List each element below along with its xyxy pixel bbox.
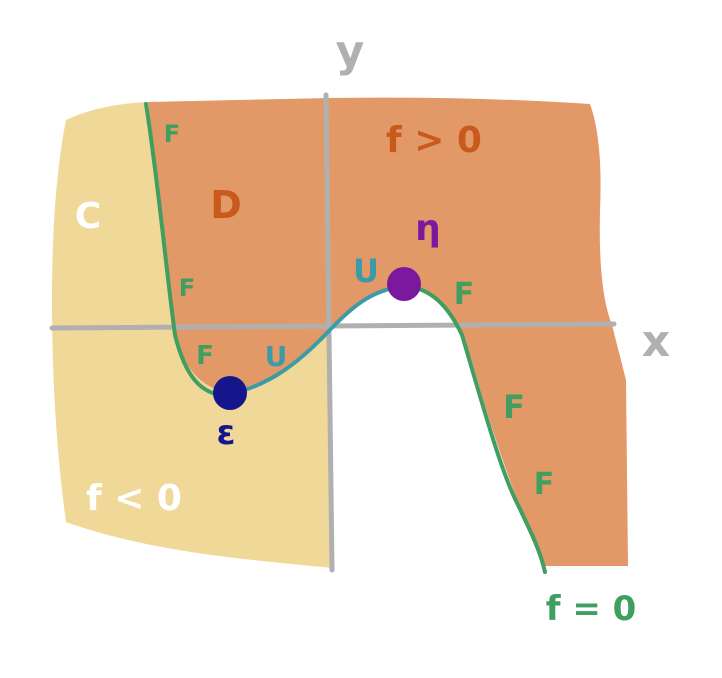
curve-u: [230, 284, 407, 396]
point-e-label: ε: [217, 413, 236, 453]
curve-f-letter: F: [534, 467, 555, 502]
curve-f-letter: F: [454, 277, 475, 312]
curve-f: [144, 102, 547, 574]
x-axis-label: x: [642, 316, 670, 367]
curve-f-letter: F: [503, 388, 525, 426]
curve-u-letter: U: [353, 252, 379, 290]
point-eta-label: η: [415, 208, 441, 249]
curve-u-letter: U: [265, 340, 288, 373]
point-e-marker: [213, 376, 247, 410]
region-c-label: C: [75, 196, 101, 237]
point-eta-marker: [387, 267, 421, 301]
region-positive-lower: [465, 325, 628, 566]
region-d-label: D: [210, 183, 242, 227]
f-negative-label: f < 0: [86, 478, 182, 519]
f-zero-label: f = 0: [546, 589, 637, 629]
curve-f-letter: F: [179, 274, 195, 302]
curve-f-letter: F: [164, 120, 180, 148]
curve-f-letter: F: [196, 341, 214, 371]
y-axis-label: y: [336, 26, 365, 77]
f-positive-label: f > 0: [386, 120, 482, 161]
